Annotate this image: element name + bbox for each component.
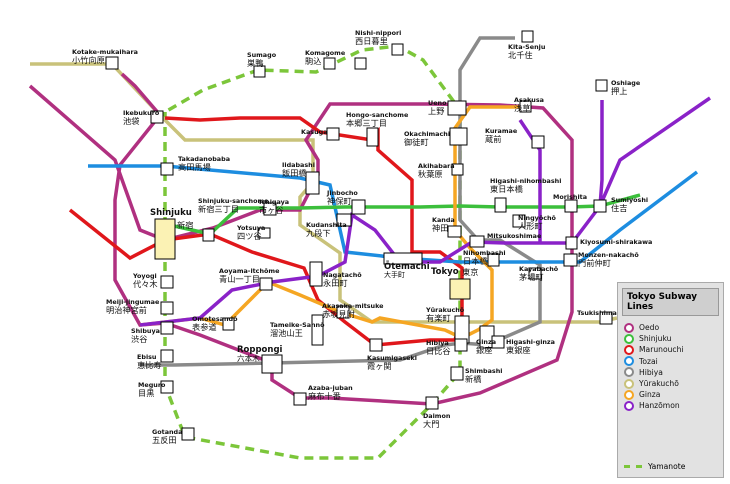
station-marker[interactable] [261, 354, 283, 374]
station-marker[interactable] [323, 57, 336, 70]
station-marker[interactable] [160, 301, 174, 315]
ginza-dot-icon [624, 389, 634, 400]
station-marker[interactable] [263, 202, 277, 216]
station-marker[interactable] [450, 366, 464, 381]
shinjuku-dot-icon [624, 333, 634, 344]
station-marker[interactable] [447, 100, 467, 116]
station-marker[interactable] [259, 277, 273, 291]
station-marker[interactable] [354, 57, 367, 70]
station-marker[interactable] [181, 427, 195, 441]
station-marker[interactable] [599, 311, 613, 325]
station-marker[interactable] [309, 261, 323, 287]
station-marker[interactable] [336, 305, 350, 319]
station-marker[interactable] [449, 127, 468, 146]
station-marker[interactable] [336, 213, 352, 227]
legend-item-oedo: Oedo [624, 322, 723, 333]
station-marker[interactable] [391, 43, 404, 56]
station-marker[interactable] [105, 56, 119, 70]
station-marker[interactable] [160, 349, 174, 363]
station-markers [105, 30, 613, 441]
oedo-dot-icon [624, 322, 634, 333]
legend: Tokyo Subway Lines Oedo Shinjuku Marunou… [617, 282, 724, 478]
legend-item-hibiya: Hibiya [624, 367, 723, 378]
legend-item-ginza: Ginza [624, 389, 723, 400]
station-marker[interactable] [595, 79, 608, 92]
station-marker[interactable] [469, 235, 485, 248]
legend-item-yurakucho: Yūrakuchō [624, 378, 723, 389]
station-marker[interactable] [202, 228, 215, 242]
tozai-line [88, 164, 699, 264]
station-marker[interactable] [351, 199, 366, 215]
tozai-dot-icon [624, 356, 634, 367]
yurakucho-dot-icon [624, 378, 634, 389]
station-marker[interactable] [512, 214, 526, 228]
station-marker[interactable] [593, 199, 607, 213]
station-marker[interactable] [563, 253, 578, 267]
legend-item-hanzomon: Hanzōmon [624, 400, 723, 411]
oedo-east-branch [598, 96, 711, 207]
station-marker[interactable] [160, 162, 174, 176]
station-marker[interactable] [311, 314, 324, 346]
hanzomon-branch [518, 119, 542, 243]
station-marker[interactable] [487, 253, 500, 267]
station-marker[interactable] [521, 30, 534, 43]
station-marker[interactable] [425, 396, 439, 410]
station-marker[interactable] [253, 65, 266, 78]
station-marker[interactable] [222, 317, 235, 331]
station-marker[interactable] [454, 338, 468, 352]
station-marker[interactable] [494, 197, 507, 213]
legend-item-shinjuku: Shinjuku [624, 333, 723, 344]
station-marker[interactable] [366, 127, 379, 147]
station-marker[interactable] [383, 252, 423, 265]
legend-item-marunouchi: Marunouchi [624, 344, 723, 355]
station-marker[interactable] [160, 275, 174, 289]
legend-item-tozai: Tozai [624, 356, 723, 367]
station-marker[interactable] [531, 135, 545, 149]
hibiya-dot-icon [624, 367, 634, 378]
station-marker[interactable] [451, 163, 464, 176]
station-marker[interactable] [150, 110, 164, 124]
legend-item-yamanote: Yamanote [624, 462, 685, 471]
station-marker[interactable] [528, 267, 542, 280]
station-marker-shinjuku[interactable] [154, 218, 176, 260]
station-marker[interactable] [293, 392, 307, 406]
station-marker[interactable] [160, 321, 174, 335]
station-marker[interactable] [326, 127, 340, 141]
station-marker[interactable] [564, 199, 578, 213]
station-marker[interactable] [369, 338, 383, 352]
station-marker-tokyo[interactable] [449, 278, 471, 300]
marunouchi-dot-icon [624, 344, 634, 355]
station-marker[interactable] [305, 171, 320, 195]
legend-title: Tokyo Subway Lines [622, 288, 719, 316]
station-marker[interactable] [160, 380, 174, 394]
station-marker[interactable] [565, 236, 578, 250]
station-marker[interactable] [491, 335, 505, 349]
station-marker[interactable] [447, 225, 462, 238]
station-marker[interactable] [519, 100, 532, 113]
station-marker[interactable] [257, 227, 271, 239]
dashed-line-icon [624, 465, 642, 468]
hanzomon-dot-icon [624, 400, 634, 411]
